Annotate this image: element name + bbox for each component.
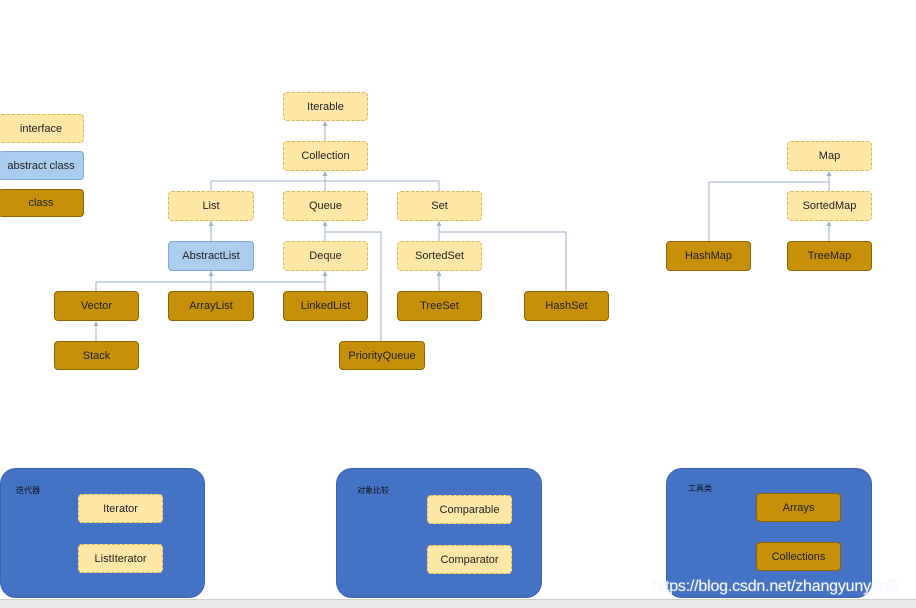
legend-abstract-class: abstract class — [0, 151, 84, 180]
legend-abstract-class-label: abstract class — [7, 159, 75, 172]
comparison-panel-title: 对象比较 — [357, 486, 389, 495]
node-map-label: Map — [818, 150, 841, 162]
utilities-panel: 工具类 Arrays Collections — [666, 468, 872, 598]
node-hash-set: HashSet — [524, 291, 609, 321]
iterators-panel-title: 迭代器 — [16, 486, 40, 495]
node-priority-queue-label: PriorityQueue — [348, 349, 416, 362]
node-stack: Stack — [54, 341, 139, 370]
node-hash-map: HashMap — [666, 241, 751, 271]
node-deque-label: Deque — [309, 250, 342, 262]
node-linked-list: LinkedList — [283, 291, 368, 321]
node-tree-map-label: TreeMap — [807, 250, 852, 262]
node-collection-label: Collection — [301, 150, 350, 162]
node-hash-set-label: HashSet — [545, 300, 588, 312]
node-comparator: Comparator — [427, 545, 512, 574]
node-stack-label: Stack — [82, 349, 111, 362]
comparison-panel: 对象比较 Comparable Comparator — [336, 468, 542, 598]
watermark: https://blog.csdn.net/zhangyunyunE — [652, 578, 899, 595]
node-array-list: ArrayList — [168, 291, 254, 321]
node-sorted-set: SortedSet — [397, 241, 482, 271]
legend-interface: interface — [0, 114, 84, 143]
node-deque: Deque — [283, 241, 368, 271]
node-sorted-set-label: SortedSet — [415, 250, 464, 262]
node-collections-label: Collections — [771, 550, 826, 563]
node-list: List — [168, 191, 254, 221]
node-set: Set — [397, 191, 482, 221]
node-arrays: Arrays — [756, 493, 841, 522]
iterators-panel: 迭代器 Iterator ListIterator — [0, 468, 205, 598]
node-vector-label: Vector — [80, 300, 113, 312]
node-comparator-label: Comparator — [440, 553, 499, 566]
bottom-bar — [0, 599, 916, 608]
node-collections: Collections — [756, 542, 841, 571]
node-list-iterator-label: ListIterator — [94, 552, 147, 565]
node-queue: Queue — [283, 191, 368, 221]
node-list-iterator: ListIterator — [78, 544, 163, 573]
node-abstract-list-label: AbstractList — [182, 250, 240, 262]
node-vector: Vector — [54, 291, 139, 321]
legend-interface-label: interface — [19, 122, 63, 135]
node-tree-map: TreeMap — [787, 241, 872, 271]
node-collection: Collection — [283, 141, 368, 171]
node-map: Map — [787, 141, 872, 171]
node-comparable: Comparable — [427, 495, 512, 524]
node-abstract-list: AbstractList — [168, 241, 254, 271]
node-iterable-label: Iterable — [307, 100, 344, 113]
node-sorted-map-label: SortedMap — [802, 200, 857, 212]
node-set-label: Set — [431, 200, 448, 212]
node-sorted-map: SortedMap — [787, 191, 872, 221]
node-arrays-label: Arrays — [782, 501, 815, 514]
utilities-panel-title: 工具类 — [688, 484, 712, 493]
node-priority-queue: PriorityQueue — [339, 341, 425, 370]
node-iterable: Iterable — [283, 92, 368, 121]
node-array-list-label: ArrayList — [189, 300, 233, 312]
legend-class-label: class — [28, 197, 54, 209]
node-linked-list-label: LinkedList — [300, 300, 351, 312]
node-iterator: Iterator — [78, 494, 163, 523]
node-list-label: List — [202, 200, 220, 212]
node-comparable-label: Comparable — [439, 503, 500, 516]
legend-class: class — [0, 189, 84, 217]
node-queue-label: Queue — [308, 200, 343, 212]
node-hash-map-label: HashMap — [684, 250, 733, 262]
node-iterator-label: Iterator — [103, 502, 138, 515]
node-tree-set-label: TreeSet — [420, 300, 459, 312]
node-tree-set: TreeSet — [397, 291, 482, 321]
